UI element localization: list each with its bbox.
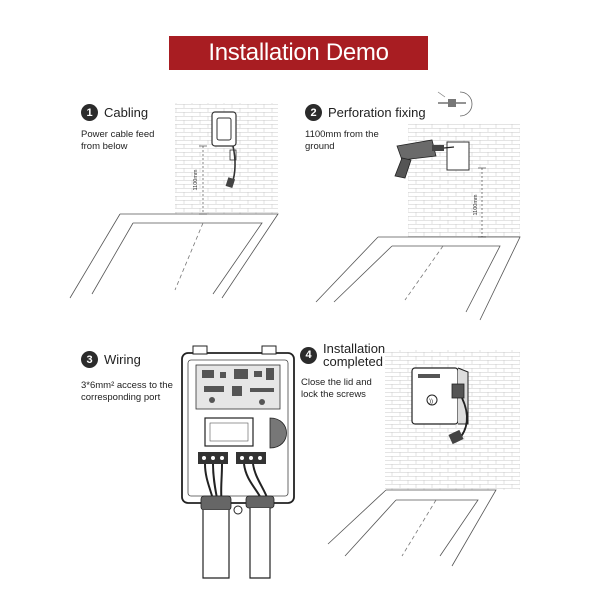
floor-1	[69, 213, 279, 299]
scene-completed: ))	[327, 350, 520, 567]
board-components	[202, 368, 274, 405]
step-4-title-line1: Installation	[323, 341, 386, 356]
title-banner: Installation Demo	[169, 36, 428, 70]
relay-module	[204, 417, 254, 447]
dimension-line-1	[199, 145, 207, 215]
floor-centerline-1	[174, 222, 204, 291]
floor-4	[327, 489, 497, 567]
step-4-description: Close the lid and lock the screws	[301, 377, 372, 400]
cable-plug-1	[225, 177, 236, 188]
mounting-tab	[192, 345, 208, 355]
dimension-label-2: 1100mm	[473, 194, 479, 215]
drill-icon	[394, 139, 455, 179]
step-3-description: 3*6mm² access to the corresponding port	[81, 380, 173, 403]
step-3-header: 3 Wiring	[81, 351, 141, 368]
step-2-badge: 2	[305, 104, 322, 121]
step-3-badge: 3	[81, 351, 98, 368]
step-4-header: 4 Installation completed	[300, 342, 385, 368]
floor-2	[315, 236, 521, 321]
cable-holster	[451, 383, 465, 399]
scene-cabling: 1100mm	[69, 103, 279, 299]
socket-component	[269, 417, 287, 449]
step-2-header: 2 Perforation fixing	[305, 104, 426, 121]
ground-screw	[233, 505, 243, 515]
svg-text:)): ))	[429, 399, 433, 405]
step-1-header: 1 Cabling	[81, 104, 148, 121]
cable-gland	[245, 495, 275, 509]
floor-centerline-4	[401, 499, 437, 557]
mounting-tab	[261, 345, 277, 355]
scene-wiring	[181, 345, 295, 579]
dimension-line-2	[478, 167, 486, 238]
floor-centerline-2	[404, 245, 444, 301]
step-4-badge: 4	[300, 346, 317, 364]
step-4-title-line2: completed	[323, 354, 383, 369]
step-4-title: Installation completed	[323, 342, 385, 368]
step-2-description: 1100mm from the ground	[305, 129, 379, 152]
cable-gland	[200, 495, 232, 511]
step-1-title: Cabling	[104, 105, 149, 120]
mounting-plate	[446, 141, 470, 171]
screw-detail-icon	[437, 91, 473, 117]
wallbox-backplate-1	[211, 111, 237, 161]
dimension-label-1: 1100mm	[193, 169, 199, 190]
conduits	[202, 508, 271, 579]
step-1-description: Power cable feed from below	[81, 129, 155, 152]
step-2-title: Perforation fixing	[328, 105, 426, 120]
terminal-block	[198, 452, 266, 464]
charging-plug	[448, 429, 464, 445]
scene-perforation: 1100mm	[315, 91, 521, 321]
step-3-title: Wiring	[104, 352, 141, 367]
step-1-badge: 1	[81, 104, 98, 121]
